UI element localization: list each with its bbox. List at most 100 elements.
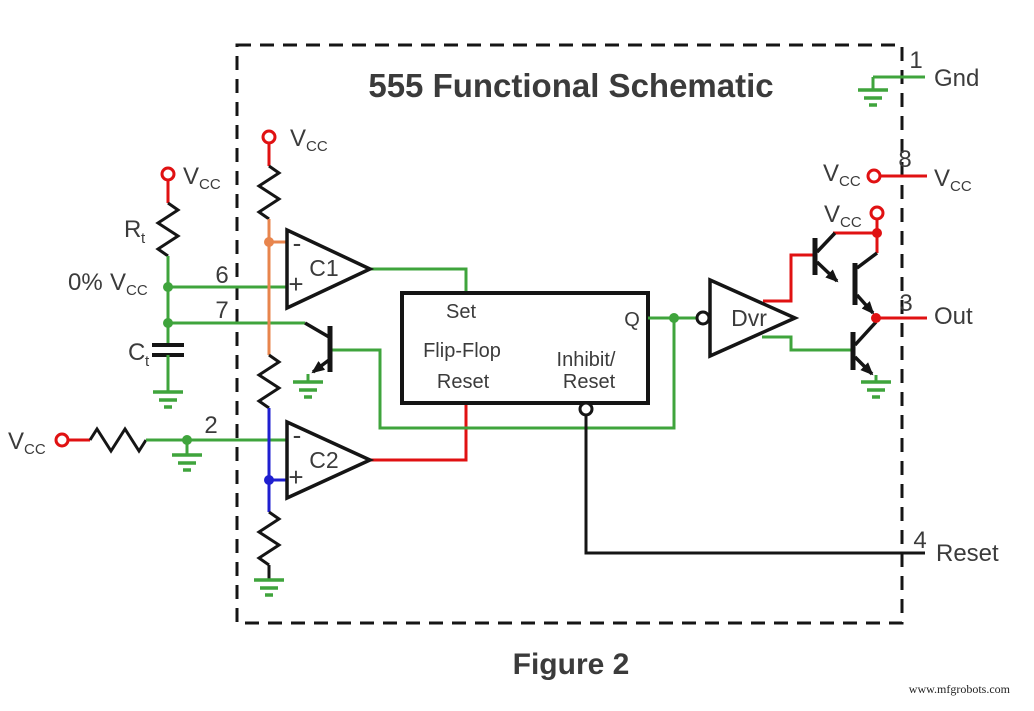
inhibit-bubble <box>578 401 594 417</box>
driver-input-bubble <box>695 310 711 326</box>
rt-resistor <box>155 201 181 258</box>
vcc-label-trigger-sub: CC <box>24 441 46 458</box>
vcc-terminal-pin8 <box>866 168 882 184</box>
pin-1-name: Gnd <box>934 65 979 92</box>
junction-dot <box>669 313 679 323</box>
vcc-label-trigger: V <box>8 428 24 455</box>
pin-threshold: 6 <box>163 262 287 292</box>
flip-flop: Set Flip-Flop Reset Inhibit/ Reset Q <box>400 291 697 417</box>
pin-2-number: 2 <box>204 412 217 439</box>
flip-flop-box <box>400 291 650 405</box>
vcc-label-pin8-inner: V <box>823 160 839 187</box>
output-driver: Dvr <box>695 253 853 359</box>
c2-body <box>285 419 375 501</box>
c1-plus-sign: + <box>288 269 303 299</box>
ff-inhibit-label-line1: Inhibit/ <box>557 349 616 371</box>
t2-emitter <box>855 293 875 315</box>
driver-low-wire <box>762 335 853 352</box>
pin-1-number: 1 <box>909 47 922 74</box>
c2-plus-sign: + <box>288 462 303 492</box>
divider-resistor-middle <box>256 353 282 410</box>
discharge-collector <box>304 321 330 339</box>
pin-trigger: V CC 2 <box>8 412 287 472</box>
vcc-terminal-trigger <box>54 432 70 448</box>
rt-label-sub: t <box>141 230 146 247</box>
pin-discharge: 7 <box>163 297 305 328</box>
discharge-emitter <box>311 358 331 374</box>
threshold-level-label: 0% <box>68 269 103 296</box>
pin-4-name: Reset <box>936 540 999 567</box>
divider-resistor-top <box>256 164 282 221</box>
voltage-divider: V CC <box>254 125 328 597</box>
discharge-base-net <box>332 318 676 430</box>
ff-set-label: Set <box>446 301 476 323</box>
vcc-label-rt: V <box>183 163 199 190</box>
t3-emitter <box>853 355 874 376</box>
reset-wire <box>584 415 925 555</box>
ct-label: C <box>128 339 145 366</box>
c2-label: C2 <box>309 447 338 473</box>
output-stage: V CC <box>812 201 891 399</box>
t1-collector <box>815 231 837 254</box>
trigger-ground-icon <box>172 453 202 472</box>
pin-3-number: 3 <box>899 290 912 317</box>
pin1-ground-icon <box>858 88 888 107</box>
discharge-ground-icon <box>293 380 323 399</box>
ct-ground-icon <box>153 390 183 409</box>
pin-6-number: 6 <box>215 262 228 289</box>
vcc-terminal-rt <box>160 166 176 182</box>
junction-dot <box>871 313 881 323</box>
ff-reset-label: Reset <box>437 371 490 393</box>
divider-resistor-bottom <box>256 510 282 567</box>
watermark: www.mfgrobots.com <box>909 682 1011 696</box>
vcc-terminal-divider <box>261 129 277 145</box>
ff-q-label: Q <box>624 309 640 331</box>
c1-output-wire <box>370 267 468 292</box>
vcc-label-divider-sub: CC <box>306 138 328 155</box>
trigger-resistor <box>88 426 148 454</box>
threshold-level-vcc: V <box>110 269 126 296</box>
discharge-transistor <box>293 318 676 430</box>
rt-ct-branch: V CC R t 0% V CC C t <box>68 163 221 409</box>
pin-4-number: 4 <box>913 527 926 554</box>
pin-7-number: 7 <box>215 297 228 324</box>
pin-3-name: Out <box>934 303 973 330</box>
pin-vcc: V CC 8 V CC <box>823 146 972 195</box>
divider-ground-icon <box>254 578 284 597</box>
t2-collector <box>855 251 879 270</box>
pin-8-number: 8 <box>898 146 911 173</box>
driver-high-wire <box>763 253 815 303</box>
junction-dot <box>872 228 882 238</box>
c2-minus-sign: - <box>293 420 302 450</box>
t3-collector <box>853 320 878 347</box>
driver-body <box>708 277 800 359</box>
threshold-level-vcc-sub: CC <box>126 282 148 299</box>
junction-dot <box>163 282 173 292</box>
c1-minus-sign: - <box>293 228 302 258</box>
ff-name-label: Flip-Flop <box>423 340 501 362</box>
vcc-terminal-output <box>869 205 885 221</box>
junction-dot <box>264 475 274 485</box>
driver-label: Dvr <box>731 305 767 331</box>
output-ground-icon <box>861 380 891 399</box>
pin-out: 3 Out <box>871 290 973 330</box>
t1-emitter <box>815 260 839 283</box>
ic-boundary-box <box>235 43 904 625</box>
vcc-label-output-sub: CC <box>840 214 862 231</box>
comparator-c2: - + C2 <box>285 403 468 501</box>
junction-dot <box>163 318 173 328</box>
c1-label: C1 <box>309 255 338 281</box>
vcc-label-rt-sub: CC <box>199 176 221 193</box>
pin-8-name-sub: CC <box>950 178 972 195</box>
ff-inhibit-label-line2: Reset <box>563 371 616 393</box>
pin-8-name: V <box>934 165 950 192</box>
ct-label-sub: t <box>145 353 150 370</box>
c2-output-wire <box>370 403 468 462</box>
figure-caption: Figure 2 <box>513 648 630 681</box>
vcc-label-output: V <box>824 201 840 228</box>
vcc-label-pin8-inner-sub: CC <box>839 173 861 190</box>
schematic-title: 555 Functional Schematic <box>368 67 773 104</box>
pin-gnd: 1 Gnd <box>858 47 979 107</box>
comparator-c1: - + C1 <box>285 227 468 311</box>
